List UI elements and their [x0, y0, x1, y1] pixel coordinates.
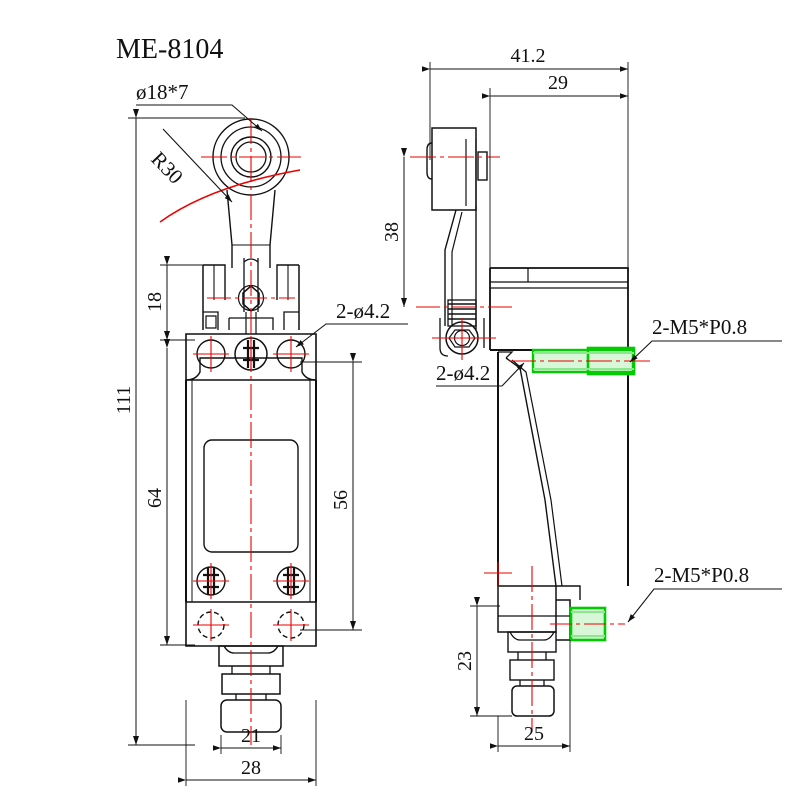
front-view [159, 118, 317, 745]
callout-roller-spec: ø18*7 [136, 80, 189, 104]
side-view [410, 127, 650, 730]
side-body [489, 267, 629, 587]
dim-lever-offset: 18 [144, 292, 166, 312]
dim-gland-height: 23 [454, 651, 476, 671]
side-roller-lever [426, 127, 488, 357]
dim-body-height: 64 [144, 488, 166, 508]
callout-hole-side: 2-ø4.2 [436, 361, 490, 385]
pivot-head-block [202, 264, 300, 334]
side-view-centerlines [410, 156, 650, 730]
dimensions-front-view: 111 18 64 56 21 28 [113, 109, 362, 786]
dim-body-depth: 29 [548, 72, 568, 94]
dimensions-side-view: 41.2 29 38 23 25 [381, 45, 629, 752]
side-cable-gland [497, 585, 581, 717]
front-view-centerlines [159, 118, 309, 745]
callouts: ø18*7 R30 2-ø4.2 2-ø4.2 2-M5*P0.8 2-M5*P… [136, 80, 782, 623]
callout-hole-front: 2-ø4.2 [336, 299, 390, 323]
dim-body-height-right: 56 [330, 490, 352, 510]
dim-lever-height: 38 [381, 222, 403, 242]
dim-overall-width: 28 [241, 757, 261, 779]
dim-gland-width: 21 [241, 725, 261, 747]
callout-radius: R30 [146, 147, 188, 189]
page-title: ME-8104 [116, 34, 223, 65]
callout-thread-lower: 2-M5*P0.8 [654, 563, 749, 587]
dim-overall-depth: 41.2 [511, 45, 546, 67]
dim-overall-height: 111 [113, 386, 135, 415]
callout-thread-upper: 2-M5*P0.8 [652, 315, 747, 339]
dim-base-depth: 25 [524, 723, 544, 745]
